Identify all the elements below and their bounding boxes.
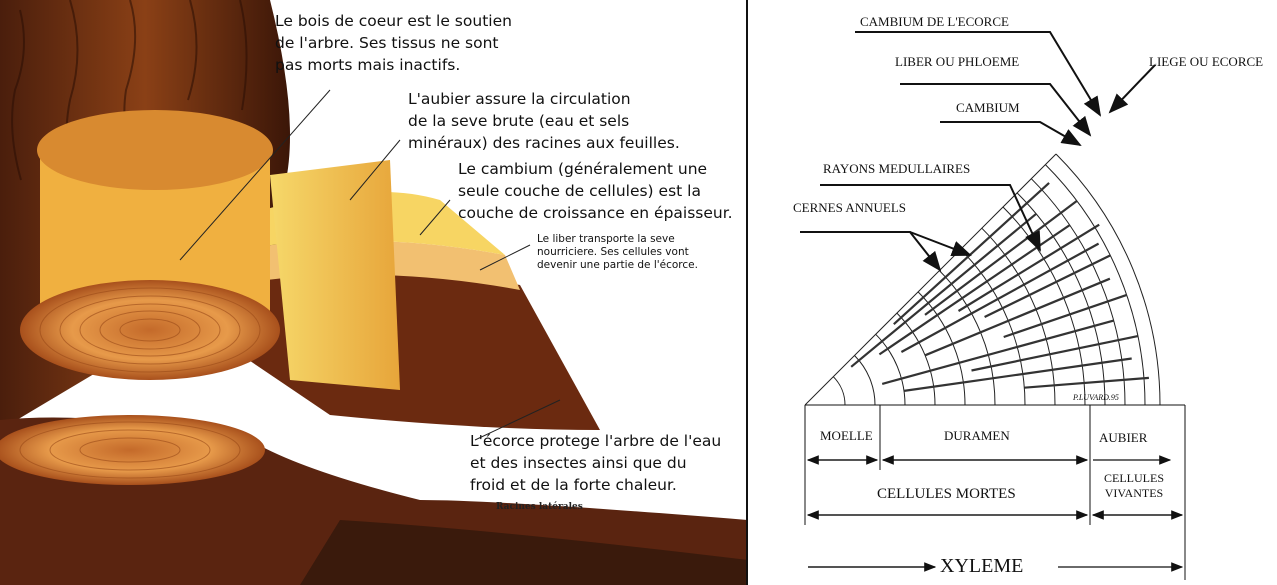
leader-lines — [800, 31, 1156, 272]
cambium-text-line: couche de croissance en épaisseur. — [458, 204, 733, 222]
growth-ring — [875, 333, 906, 406]
medullary-ray — [971, 335, 1139, 372]
growth-ring — [854, 355, 876, 406]
growth-rings-top — [20, 280, 280, 380]
wood-sector-graphic — [800, 31, 1186, 580]
phloem-text-line: devenir une partie de l'écorce. — [537, 259, 698, 271]
growth-ring — [832, 376, 846, 406]
heartwood-text-line: pas morts mais inactifs. — [275, 56, 461, 74]
living-cells-line: CELLULES — [1104, 471, 1164, 485]
medullary-ray — [850, 212, 1037, 368]
phloem-callout: Le liber transporte la seve nourriciere.… — [537, 233, 698, 272]
phloem-label: LIBER OU PHLOEME — [895, 54, 1020, 69]
medullary-ray — [900, 242, 1100, 353]
tree-illustration-graphic — [0, 0, 746, 585]
bark-ring — [1045, 164, 1146, 406]
heartwood-text-line: Le bois de coeur est le soutien — [275, 12, 512, 30]
sapwood-sheet — [270, 160, 400, 390]
zone-boundaries — [804, 404, 1186, 580]
artist-signature: P.LUVARD.95 — [1073, 393, 1119, 402]
bark-callout: L'écorce protege l'arbre de l'eau et des… — [470, 430, 721, 496]
phloem-text-line: nourriciere. Ses cellules vont — [537, 246, 689, 258]
medullary-ray — [1024, 376, 1149, 389]
living-cells-line: VIVANTES — [1104, 486, 1164, 500]
sapwood-callout: L'aubier assure la circulation de la sev… — [408, 88, 680, 154]
roots — [300, 520, 746, 585]
heartwood-callout: Le bois de coeur est le soutien de l'arb… — [275, 10, 512, 76]
cork-label: LIEGE OU ECORCE — [1149, 54, 1264, 69]
medullary-ray — [924, 200, 1078, 316]
sapwood-text-line: minéraux) des racines aux feuilles. — [408, 134, 680, 152]
zone-arrows — [806, 455, 1184, 572]
medullary-ray — [1003, 293, 1128, 339]
medullary-ray — [924, 277, 1111, 357]
wood-section-diagram: CAMBIUM DE L'ECORCE LIBER OU PHLOEME LIE… — [760, 0, 1277, 585]
bark-text-line: et des insectes ainsi que du — [470, 454, 687, 472]
roots-label: Racines latérales — [496, 502, 583, 512]
sapwood-label: AUBIER — [1099, 430, 1148, 445]
medullary-ray — [881, 319, 1114, 385]
cambium-callout: Le cambium (généralement une seule couch… — [458, 158, 733, 224]
phloem-text-line: Le liber transporte la seve — [537, 233, 675, 245]
pith-label: MOELLE — [820, 428, 873, 443]
tree-structure-illustration: Le bois de coeur est le soutien de l'arb… — [0, 0, 748, 585]
dead-cells-label: CELLULES MORTES — [877, 486, 1016, 502]
bark-text-line: L'écorce protege l'arbre de l'eau — [470, 432, 722, 450]
medullary-ray — [984, 254, 1111, 318]
medullary-ray — [903, 357, 1132, 392]
sapwood-text-line: L'aubier assure la circulation — [408, 90, 631, 108]
heartwood-label: DURAMEN — [944, 428, 1010, 443]
sapwood-text-line: de la seve brute (eau et sels — [408, 112, 630, 130]
cambium-text-line: Le cambium (généralement une — [458, 160, 708, 178]
living-cells-label: CELLULES VIVANTES — [1104, 471, 1164, 501]
bark-ring — [1055, 153, 1161, 406]
cambium-text-line: seule couche de cellules) est la — [458, 182, 701, 200]
sector-edge — [804, 153, 1057, 406]
cambium-label: CAMBIUM — [956, 100, 1020, 115]
bark-cambium-label: CAMBIUM DE L'ECORCE — [860, 14, 1009, 29]
stump-rings — [0, 415, 265, 485]
bark-text-line: froid et de la forte chaleur. — [470, 476, 677, 494]
heartwood-text-line: de l'arbre. Ses tissus ne sont — [275, 34, 499, 52]
medullary-ray — [957, 223, 1100, 312]
growth-ring — [896, 312, 936, 406]
rays-label: RAYONS MEDULLAIRES — [823, 161, 971, 176]
rings-label: CERNES ANNUELS — [793, 200, 907, 215]
xylem-label: XYLEME — [940, 555, 1024, 577]
